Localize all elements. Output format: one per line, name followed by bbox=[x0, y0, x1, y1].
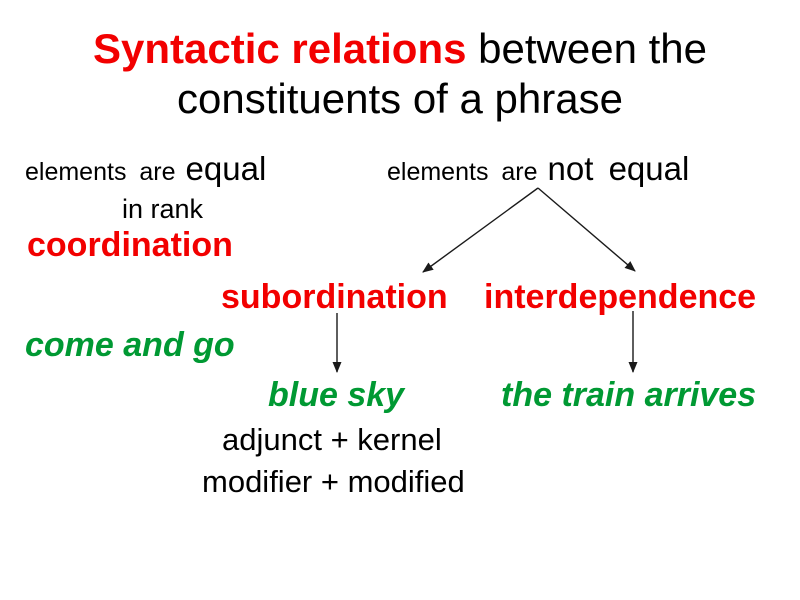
unequal-condition-emphasis: not equal bbox=[547, 150, 690, 187]
title-line-1: Syntactic relations between the bbox=[0, 24, 800, 74]
example-come-and-go: come and go bbox=[25, 326, 235, 364]
equal-condition-emphasis: equal bbox=[185, 150, 267, 187]
example-the-train-arrives: the train arrives bbox=[501, 376, 757, 414]
example-blue-sky: blue sky bbox=[268, 376, 405, 414]
equal-condition-prefix: elements are bbox=[25, 158, 176, 186]
equal-condition: elements are equal bbox=[25, 152, 266, 185]
relation-coordination: coordination bbox=[27, 226, 233, 264]
title-rest: between the bbox=[466, 25, 707, 72]
relation-interdependence: interdependence bbox=[484, 278, 757, 316]
relation-subordination: subordination bbox=[221, 278, 448, 316]
title-line-2: constituents of a phrase bbox=[177, 75, 623, 123]
arrow-not-equal-to-interdependence bbox=[537, 187, 636, 272]
unequal-condition-prefix: elements are bbox=[387, 158, 538, 186]
slide-title: Syntactic relations between the constitu… bbox=[0, 24, 800, 125]
title-highlight: Syntactic relations bbox=[93, 25, 467, 72]
pattern-adjunct-kernel: adjunct + kernel bbox=[222, 422, 442, 457]
pattern-modifier-modified: modifier + modified bbox=[202, 464, 465, 499]
equal-condition-suffix: in rank bbox=[122, 194, 204, 224]
unequal-condition: elements are not equal bbox=[387, 152, 689, 185]
arrow-not-equal-to-subordination bbox=[422, 187, 539, 273]
